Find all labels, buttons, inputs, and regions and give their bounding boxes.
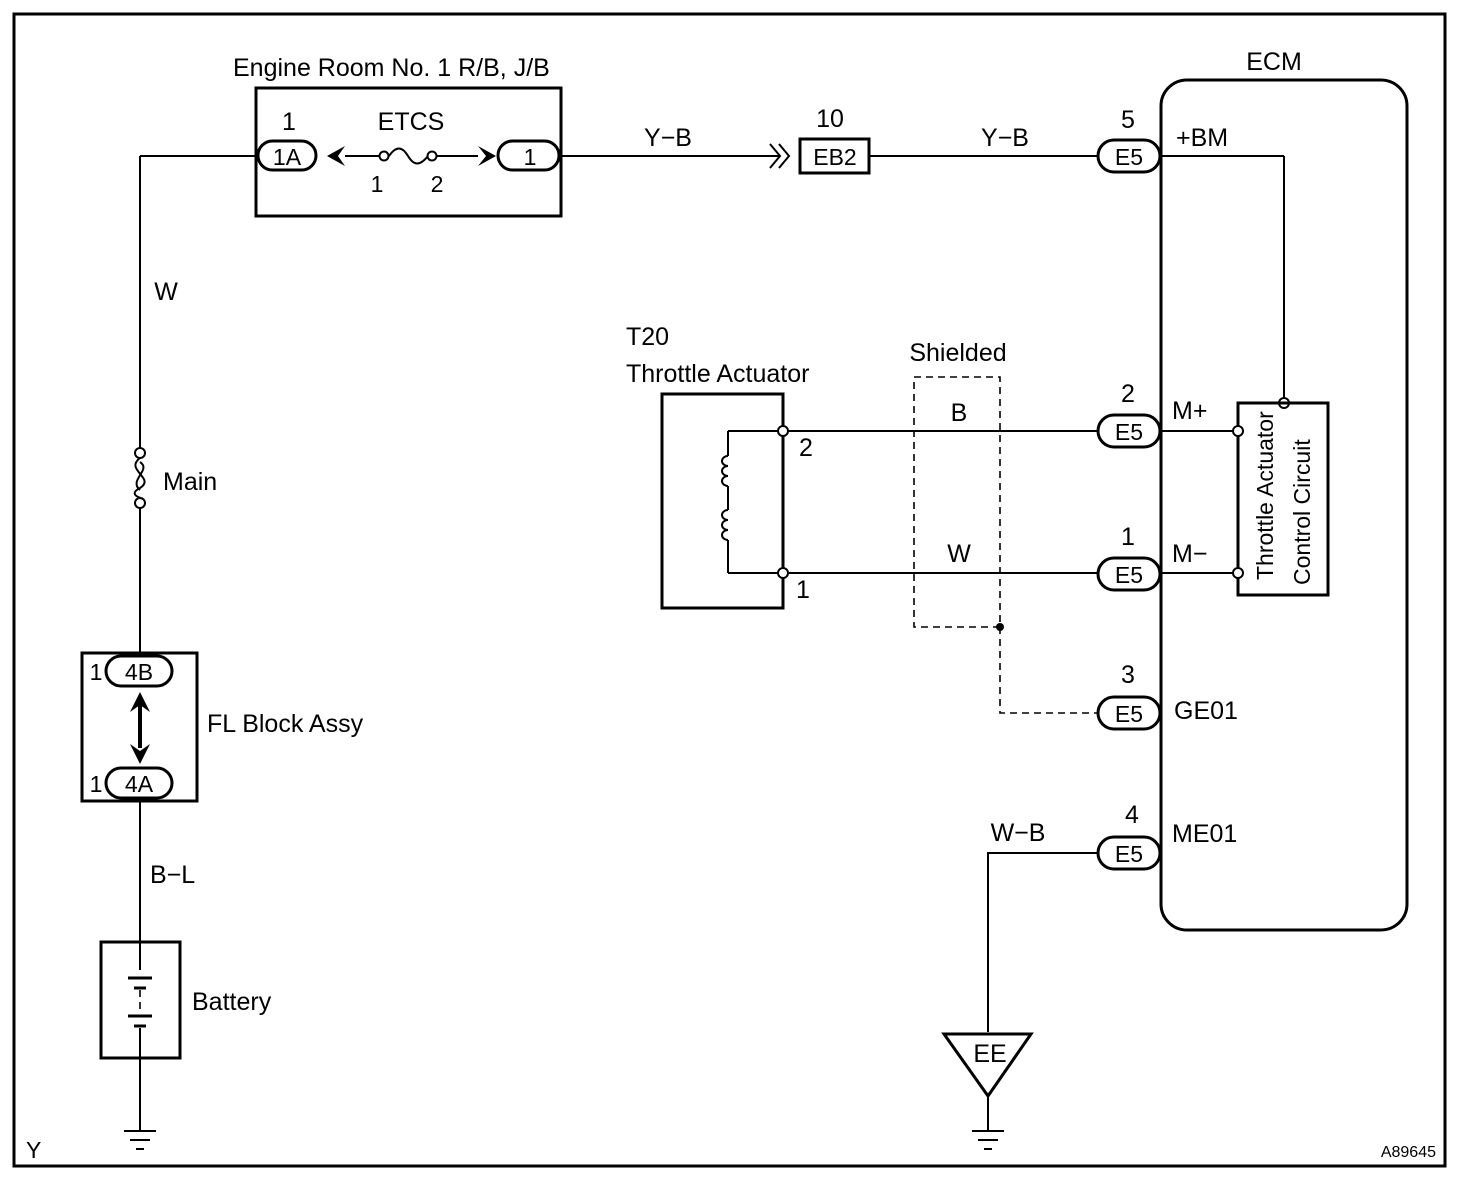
- wire-label-w: W: [947, 540, 971, 568]
- e5-pin3-code: E5: [1115, 701, 1143, 727]
- wire-label-w-left: W: [154, 278, 178, 306]
- throttle-code: T20: [626, 323, 669, 351]
- left-wiring: [139, 155, 256, 1130]
- fl-block-top-pin: 1: [90, 659, 103, 685]
- e5-pin5-number: 5: [1121, 106, 1135, 134]
- shield-label: Shielded: [909, 339, 1006, 367]
- fl-arrow-down-icon: [130, 744, 150, 764]
- connector-4a-label: 4A: [125, 771, 154, 797]
- ground-icon: [972, 1130, 1004, 1150]
- ecm-box: [1159, 78, 1409, 932]
- e5-pin4-number: 4: [1125, 801, 1139, 829]
- throttle-name: Throttle Actuator: [626, 360, 809, 388]
- fl-block-bottom-pin: 1: [90, 771, 103, 797]
- e5-pin1-number: 1: [1121, 523, 1135, 551]
- connector-1: [496, 139, 561, 172]
- wire-label-yb-left: Y−B: [644, 124, 692, 152]
- relay-block: [254, 86, 563, 218]
- fuse-pin-1: 1: [371, 171, 384, 197]
- battery-label: Battery: [192, 988, 272, 1016]
- fl-block-label: FL Block Assy: [207, 710, 364, 738]
- ground-icon: [124, 1130, 156, 1150]
- e5-pin4-code: E5: [1115, 841, 1143, 867]
- connector-1a-label: 1A: [273, 144, 302, 170]
- connector-eb2-label: EB2: [813, 144, 856, 170]
- throttle-actuator: [660, 392, 785, 610]
- connector-1-label: 1: [524, 144, 537, 170]
- connector-chevron-icon: [769, 143, 791, 169]
- throttle-pin-2: 2: [799, 434, 813, 462]
- e5-pin1-code: E5: [1115, 562, 1143, 588]
- terminal-ge01: GE01: [1174, 697, 1238, 725]
- fuse-icon: [388, 147, 429, 165]
- terminal-mminus: M−: [1172, 540, 1207, 568]
- ground-ee-label: EE: [973, 1040, 1006, 1068]
- terminal-bm: +BM: [1176, 124, 1228, 152]
- wire-label-yb-right: Y−B: [981, 124, 1029, 152]
- main-fuse-icon: [133, 457, 146, 500]
- connector-arrow-icon: [327, 146, 345, 166]
- e5-pin5-code: E5: [1115, 144, 1143, 170]
- eb2-pin: 10: [816, 105, 844, 133]
- e5-pin3-number: 3: [1121, 661, 1135, 689]
- relay-block-title: Engine Room No. 1 R/B, J/B: [233, 54, 550, 82]
- e5-pin2-number: 2: [1121, 380, 1135, 408]
- fuse-etcs-label: ETCS: [378, 108, 445, 136]
- connector-4b: [104, 654, 174, 688]
- control-circuit: [1236, 401, 1330, 597]
- ecm-title: ECM: [1246, 48, 1302, 76]
- control-circuit-line1: Throttle Actuator: [1252, 411, 1278, 580]
- terminal-me01: ME01: [1172, 820, 1237, 848]
- motor-coil-icon: [721, 430, 783, 574]
- diagram-frame: [12, 12, 1447, 1168]
- shield-drain-wire: [999, 627, 1098, 714]
- wire-label-b: B: [951, 399, 968, 427]
- corner-left-label: Y: [26, 1137, 41, 1163]
- fuse-pin-2: 2: [431, 171, 444, 197]
- ground-ee: [941, 1032, 1034, 1099]
- relay-block-left-pin: 1: [282, 108, 296, 136]
- wire-wb: [987, 852, 1098, 1032]
- wire-label-wb: W−B: [991, 819, 1046, 847]
- wire-label-bl: B−L: [150, 861, 195, 889]
- fl-arrow-up-icon: [130, 692, 150, 712]
- connector-4a: [104, 766, 174, 800]
- figure-id: A89645: [1381, 1144, 1436, 1161]
- control-circuit-line2: Control Circuit: [1289, 439, 1315, 585]
- terminal-mplus: M+: [1172, 397, 1207, 425]
- connector-arrow-icon: [478, 146, 496, 166]
- connector-1a: [256, 139, 318, 172]
- connector-e5-pin5: [1096, 138, 1162, 174]
- throttle-pin-1: 1: [796, 576, 810, 604]
- fl-block: [80, 651, 199, 803]
- shield-box: [913, 376, 1001, 628]
- main-fuse-label: Main: [163, 468, 217, 496]
- connector-4b-label: 4B: [125, 659, 153, 685]
- e5-pin2-code: E5: [1115, 419, 1143, 445]
